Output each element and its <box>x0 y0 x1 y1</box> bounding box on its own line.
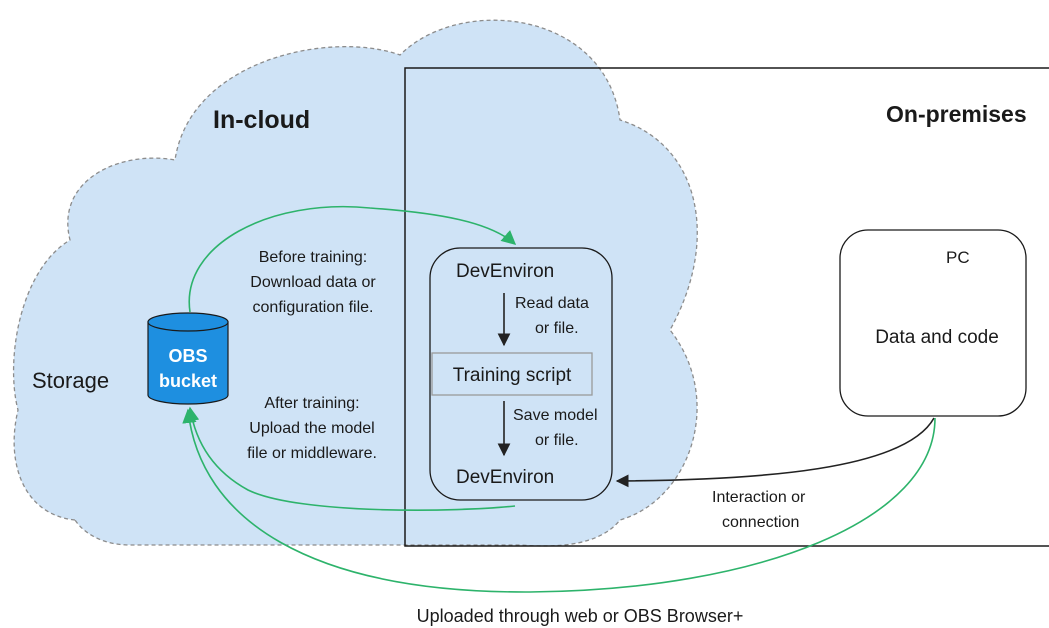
obs-bucket-icon: OBS bucket <box>147 312 229 405</box>
svg-text:configuration file.: configuration file. <box>253 299 374 316</box>
after-training-note: After training: Upload the model file or… <box>247 395 377 462</box>
read-data-label-line2: or file. <box>535 320 579 337</box>
before-training-note: Before training: Download data or config… <box>250 249 376 316</box>
svg-text:Upload the model: Upload the model <box>249 420 374 437</box>
uploaded-through-caption: Uploaded through web or OBS Browser+ <box>417 606 744 626</box>
training-script-box <box>431 352 593 396</box>
upload-arrow <box>184 406 516 511</box>
browser-upload-arrow <box>182 408 936 593</box>
svg-text:Download data or: Download data or <box>250 274 376 291</box>
training-script-label: Training script <box>453 365 572 386</box>
devenviron-box <box>429 247 613 501</box>
storage-label: Storage <box>32 368 109 393</box>
interaction-arrow <box>615 417 935 488</box>
in-cloud-title: In-cloud <box>213 106 310 134</box>
on-premises-region <box>404 67 1049 547</box>
obs-bucket-label-line1: OBS <box>168 346 207 366</box>
svg-text:file or middleware.: file or middleware. <box>247 445 377 462</box>
on-premises-title: On-premises <box>886 101 1027 127</box>
pc-label: PC <box>946 248 970 267</box>
save-model-label-line1: Save model <box>513 407 598 424</box>
save-model-label-line2: or file. <box>535 432 579 449</box>
read-data-label-line1: Read data <box>515 295 589 312</box>
download-arrow <box>188 205 517 313</box>
svg-text:Before training:: Before training: <box>259 249 368 266</box>
interaction-label-line1: Interaction or <box>712 489 806 506</box>
data-and-code-label: Data and code <box>875 327 999 348</box>
devenviron-bottom-label: DevEnviron <box>456 467 554 488</box>
svg-text:After training:: After training: <box>264 395 359 412</box>
devenviron-top-label: DevEnviron <box>456 261 554 282</box>
obs-bucket-label-line2: bucket <box>159 371 217 391</box>
pc-box <box>839 229 1027 417</box>
interaction-label-line2: connection <box>722 514 799 531</box>
